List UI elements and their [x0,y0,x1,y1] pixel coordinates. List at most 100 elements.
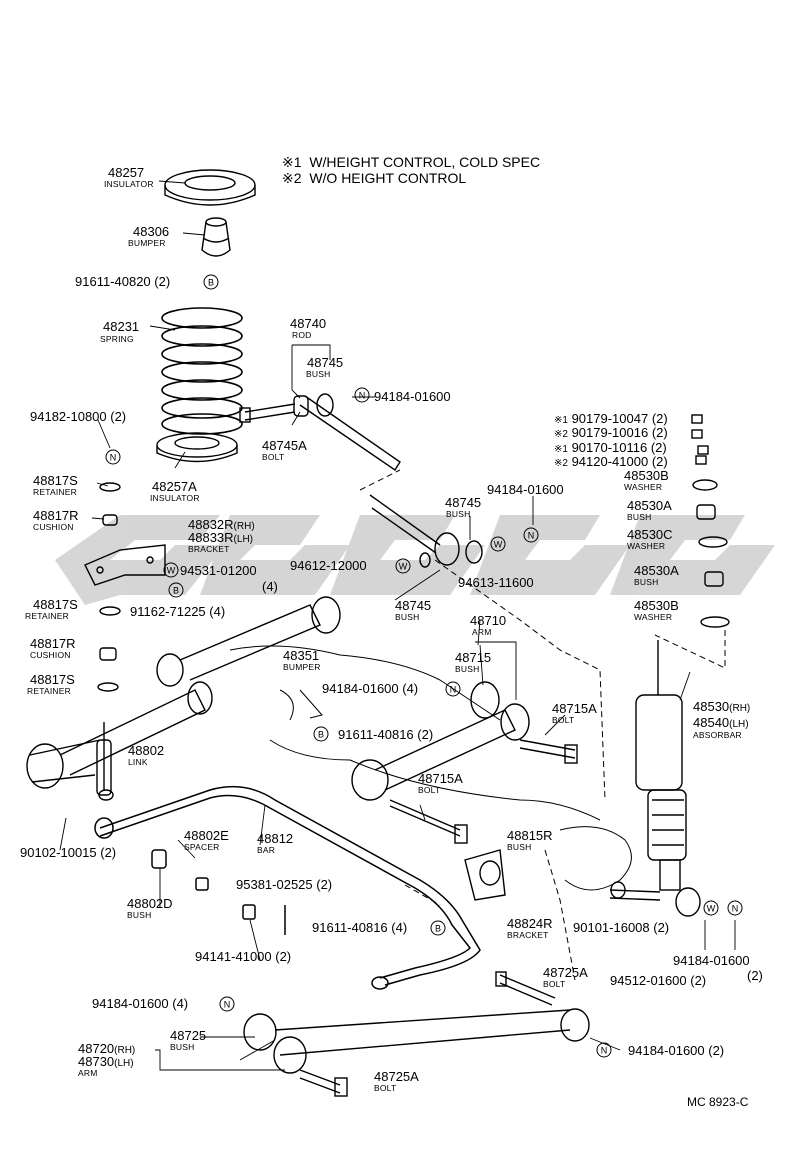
callout-letters: B N N N W W W B N B B W N N N [110,278,739,1056]
part-desc: CUSHION [33,522,74,532]
part-desc: BUMPER [283,662,321,672]
part-label-94184-01600: 94184-01600 [673,953,750,968]
part-label-90179-10016: ※2 90179-10016 (2) [554,425,668,440]
part-label-94531: 94531-01200 [180,563,257,578]
part-label-48745a: 48745A [262,438,307,453]
part-label-48817s: 48817S [33,473,78,488]
part-label-91162: 91162-71225 (4) [130,604,226,619]
circled-callouts [105,274,743,1058]
part-label-48812: 48812 [257,831,294,846]
callout-b: B [173,586,179,596]
part-label-94512: 94512-01600 (2) [610,973,707,988]
part-desc: INSULATOR [150,493,200,503]
part-desc: BOLT [543,979,566,989]
part-label-48715a: 48715A [552,701,597,716]
part-label-91611-40816: 91611-40816 (4) [312,920,408,935]
part-label-48745: 48745 [395,598,432,613]
part-qty: (2) [747,968,763,983]
callout-b: B [318,730,324,740]
upper-arm-assembly [26,596,341,789]
part-desc: BUSH [306,369,331,379]
part-label-48725a: 48725A [374,1069,419,1084]
note-no-height-control: ※2 W/O HEIGHT CONTROL [282,170,467,186]
callout-n: N [224,1000,231,1010]
part-label-48257a: 48257A [152,479,197,494]
part-label-94184-01600: 94184-01600 (2) [628,1043,725,1058]
part-desc: BRACKET [188,544,230,554]
part-desc: INSULATOR [104,179,154,189]
part-desc: BOLT [262,452,285,462]
part-label-48802: 48802 [128,743,165,758]
coil-spring-48231 [161,307,243,435]
part-desc: BUSH [127,910,152,920]
watermark-logo [55,515,775,605]
part-label-94120-41000: ※2 94120-41000 (2) [554,454,668,469]
part-desc: LINK [128,757,148,767]
part-desc: RETAINER [27,686,71,696]
callout-n: N [110,453,117,463]
part-desc: BUMPER [128,238,166,248]
callout-w: W [494,540,503,550]
bumper-48306 [201,217,231,257]
part-label-48815r: 48815R [507,828,553,843]
part-desc: BRACKET [507,930,549,940]
part-desc: BUSH [395,612,420,622]
leader-lines [59,180,736,1071]
callout-w: W [399,562,408,572]
part-label-48817s: 48817S [33,597,78,612]
bracket-48824r [464,849,506,901]
part-label-48257: 48257 [108,165,145,180]
part-label-48540: 48540(LH) [693,715,749,730]
part-label-48231: 48231 [103,319,140,334]
callout-n: N [359,391,366,401]
part-desc: BUSH [170,1042,195,1052]
part-desc: SPRING [100,334,134,344]
part-label-48306: 48306 [133,224,170,239]
callout-n: N [528,531,535,541]
part-label-48730: 48730(LH) [78,1054,134,1069]
part-label-48740: 48740 [290,316,327,331]
part-label-48833r: 48833R(LH) [188,530,253,545]
callout-n: N [732,904,739,914]
part-desc: BAR [257,845,276,855]
part-label-48745: 48745 [445,495,482,510]
note-height-control: ※1 W/HEIGHT CONTROL, COLD SPEC [282,154,541,170]
part-label-94182: 94182-10800 (2) [30,409,127,424]
stabilizer-bar-48812 [94,785,481,990]
part-label-90101: 90101-16008 (2) [573,920,670,935]
part-label-48802e: 48802E [184,828,229,843]
part-label-48715a: 48715A [418,771,463,786]
part-desc: BUSH [507,842,532,852]
part-desc: CUSHION [30,650,71,660]
part-label-94612: 94612-12000 [290,558,367,573]
shock-mount-parts [691,414,730,628]
part-label-48530a: 48530A [634,563,679,578]
callout-w: W [707,904,716,914]
part-label-48530: 48530(RH) [693,699,751,714]
part-label-90102: 90102-10015 (2) [20,845,117,860]
part-label-48725a: 48725A [543,965,588,980]
insulator-48257a [156,432,238,463]
dashed-leaders [359,469,726,981]
part-label-48720: 48720(RH) [78,1041,136,1056]
part-label-48832r: 48832R(RH) [188,517,255,532]
part-label-48817r: 48817R [33,508,79,523]
part-desc: RETAINER [25,611,69,621]
part-label-94184-01600: 94184-01600 [487,482,564,497]
callout-b: B [208,278,214,288]
part-label-95381: 95381-02525 (2) [236,877,333,892]
part-desc: ARM [472,627,492,637]
part-label-48817s: 48817S [30,672,75,687]
part-label-48725: 48725 [170,1028,207,1043]
link-48802 [96,722,114,801]
part-label-48351: 48351 [283,648,320,663]
part-desc: BUSH [627,512,652,522]
part-label-91611-40816: 91611-40816 (2) [338,727,434,742]
lateral-rod-48740 [239,393,483,568]
arm-48710 [351,681,578,844]
part-label-94141: 94141-41000 (2) [195,949,292,964]
part-desc: BOLT [418,785,441,795]
part-label-48530c: 48530C [627,527,673,542]
part-desc: WASHER [634,612,673,622]
